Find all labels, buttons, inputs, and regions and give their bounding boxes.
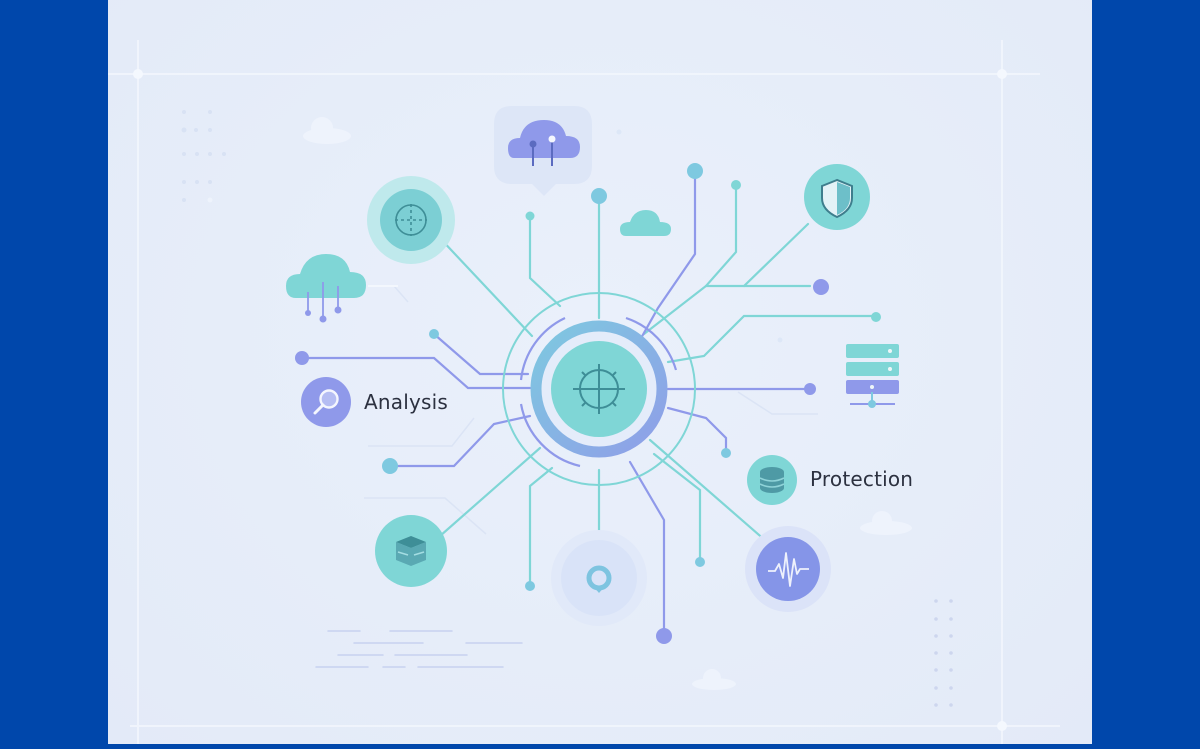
shield-icon bbox=[821, 178, 853, 219]
pulse-node[interactable] bbox=[745, 526, 831, 612]
analysis-label: Analysis bbox=[364, 390, 449, 414]
shield-node[interactable] bbox=[804, 164, 870, 230]
circuit-lines bbox=[300, 169, 878, 638]
background-frame bbox=[108, 40, 1060, 744]
analysis-node[interactable] bbox=[301, 377, 351, 427]
location-pin-icon bbox=[586, 565, 612, 593]
magnifier-icon bbox=[313, 389, 339, 415]
cloud-icon bbox=[620, 210, 671, 236]
diagram-canvas: Analysis Protection bbox=[108, 0, 1092, 744]
server-node[interactable] bbox=[846, 344, 899, 408]
central-hub[interactable] bbox=[502, 292, 696, 486]
crosshair-node[interactable] bbox=[367, 176, 455, 264]
location-node[interactable] bbox=[551, 530, 647, 626]
database-icon bbox=[759, 467, 785, 493]
cloud-chat-icon bbox=[508, 120, 580, 166]
decorative-dashes bbox=[315, 630, 523, 668]
storage-node[interactable] bbox=[375, 515, 447, 587]
dot-grid-top-left bbox=[181, 110, 226, 203]
cloud-upload-node[interactable] bbox=[286, 254, 398, 323]
cloud-chat-node[interactable] bbox=[494, 106, 592, 196]
box-icon bbox=[396, 536, 426, 566]
pulse-icon bbox=[768, 552, 809, 587]
crosshair-icon bbox=[395, 204, 427, 236]
protection-label: Protection bbox=[810, 467, 914, 491]
network-diagram bbox=[108, 40, 1060, 744]
crosshair-icon bbox=[573, 364, 625, 414]
dot-grid-bottom-right bbox=[934, 599, 953, 707]
faint-cloud-icon bbox=[303, 117, 912, 690]
connector-dots bbox=[295, 129, 881, 644]
protection-node[interactable] bbox=[747, 455, 797, 505]
server-icon bbox=[846, 344, 899, 408]
